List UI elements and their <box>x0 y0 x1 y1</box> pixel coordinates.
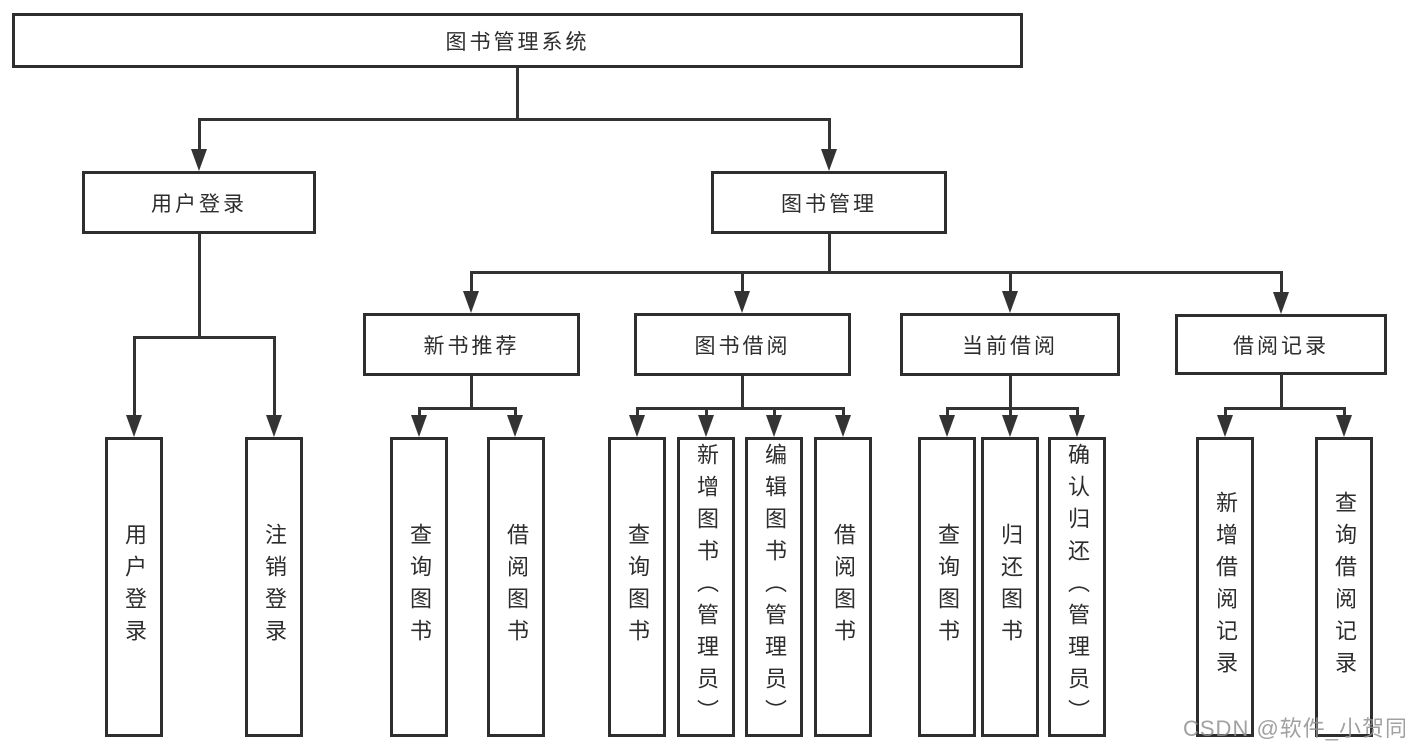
leaf-br-add-record: 新增借阅记录 <box>1196 437 1254 737</box>
arrowhead-down-icon <box>191 149 207 171</box>
connector-line <box>198 118 831 121</box>
connector-line <box>1280 271 1283 294</box>
arrowhead-down-icon <box>939 415 955 437</box>
connector-line <box>133 336 276 339</box>
arrowhead-down-icon <box>1273 292 1289 314</box>
connector-line <box>1009 271 1012 294</box>
connector-line <box>636 407 639 419</box>
connector-line <box>1224 407 1227 419</box>
leaf-user-login: 用户登录 <box>105 437 163 737</box>
leaf-cb-confirm-return-admin: 确认归还（管理员） <box>1048 437 1106 737</box>
node-book-management: 图书管理 <box>711 171 947 234</box>
arrowhead-down-icon <box>821 149 837 171</box>
connector-line <box>1076 407 1079 419</box>
connector-line <box>470 271 473 294</box>
connector-line <box>514 407 517 419</box>
connector-line <box>741 271 744 294</box>
connector-line <box>470 376 473 410</box>
leaf-cb-return-books: 归还图书 <box>981 437 1039 737</box>
connector-line <box>636 407 845 410</box>
arrowhead-down-icon <box>1002 415 1018 437</box>
arrowhead-down-icon <box>1069 415 1085 437</box>
connector-line <box>198 118 201 152</box>
connector-line <box>828 118 831 152</box>
arrowhead-down-icon <box>463 291 479 313</box>
arrowhead-down-icon <box>1002 291 1018 313</box>
connector-line <box>946 407 949 419</box>
connector-line <box>516 68 519 120</box>
connector-line <box>741 376 744 410</box>
arrowhead-down-icon <box>507 415 523 437</box>
connector-line <box>273 336 276 418</box>
arrowhead-down-icon <box>1336 415 1352 437</box>
leaf-bb-edit-books-admin: 编辑图书（管理员） <box>745 437 803 737</box>
connector-line <box>470 271 1283 274</box>
watermark-text: CSDN @软件_小贺同学 <box>1183 716 1405 741</box>
arrowhead-down-icon <box>1217 415 1233 437</box>
connector-line <box>1009 407 1012 419</box>
connector-line <box>418 407 517 410</box>
connector-line <box>1009 376 1012 410</box>
leaf-cb-query-books: 查询图书 <box>918 437 976 737</box>
connector-line <box>133 336 136 418</box>
node-book-borrowing: 图书借阅 <box>634 313 851 376</box>
connector-line <box>1343 407 1346 419</box>
node-root: 图书管理系统 <box>12 13 1023 68</box>
leaf-br-query-record: 查询借阅记录 <box>1315 437 1373 737</box>
arrowhead-down-icon <box>266 415 282 437</box>
connector-line <box>773 407 776 419</box>
connector-line <box>418 407 421 419</box>
connector-line <box>705 407 708 419</box>
node-user-login: 用户登录 <box>82 171 316 234</box>
arrowhead-down-icon <box>698 415 714 437</box>
leaf-bb-query-books: 查询图书 <box>608 437 666 737</box>
arrowhead-down-icon <box>411 415 427 437</box>
leaf-nb-borrow-books: 借阅图书 <box>487 437 545 737</box>
connector-line <box>946 407 1079 410</box>
leaf-bb-add-books-admin: 新增图书（管理员） <box>677 437 735 737</box>
connector-line <box>828 233 831 273</box>
node-current-borrowing: 当前借阅 <box>900 313 1120 376</box>
node-new-book-recommend: 新书推荐 <box>363 313 580 376</box>
arrowhead-down-icon <box>835 415 851 437</box>
connector-line <box>198 233 201 339</box>
leaf-logout-login: 注销登录 <box>245 437 303 737</box>
arrowhead-down-icon <box>734 291 750 313</box>
arrowhead-down-icon <box>126 415 142 437</box>
arrowhead-down-icon <box>766 415 782 437</box>
connector-line <box>1280 374 1283 410</box>
connector-line <box>842 407 845 419</box>
arrowhead-down-icon <box>629 415 645 437</box>
connector-line <box>1224 407 1346 410</box>
leaf-bb-borrow-books: 借阅图书 <box>814 437 872 737</box>
node-borrowing-records: 借阅记录 <box>1175 314 1387 375</box>
leaf-nb-query-books: 查询图书 <box>390 437 448 737</box>
